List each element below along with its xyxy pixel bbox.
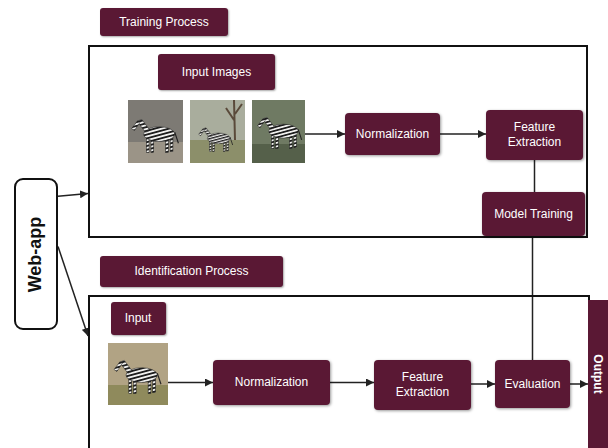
flow-arrow <box>532 236 534 360</box>
process-box: Evaluation <box>495 360 570 408</box>
input-group: Input <box>108 302 168 405</box>
process-box: Normalization <box>213 360 330 405</box>
node-label: Feature Extraction <box>379 370 466 400</box>
node-label: Output <box>591 354 605 393</box>
node-label: Normalization <box>356 127 429 142</box>
flow-arrow <box>58 246 88 336</box>
zebra-photo <box>190 100 245 163</box>
zebra-photo <box>128 100 183 163</box>
flow-arrow <box>305 133 345 135</box>
output-tab: Output <box>588 300 608 448</box>
flow-arrow <box>471 383 495 385</box>
node-label: Normalization <box>235 375 308 390</box>
flow-arrow <box>440 133 486 135</box>
flow-arrow <box>330 382 374 384</box>
flow-arrow <box>570 383 588 385</box>
process-frame: Identification ProcessInputNormalization… <box>88 295 590 448</box>
node-label: Feature Extraction <box>491 120 578 150</box>
flow-arrow <box>58 194 88 197</box>
zebra-photo <box>252 100 305 163</box>
process-box: Normalization <box>345 113 440 155</box>
node-label: Model Training <box>494 207 573 222</box>
process-box: Feature Extraction <box>486 110 583 160</box>
node-label: Web-app <box>26 216 47 292</box>
flow-arrow <box>534 160 536 192</box>
process-box: Feature Extraction <box>374 360 471 410</box>
node-label: Evaluation <box>504 377 560 392</box>
process-frame: Training ProcessInput ImagesNormalizatio… <box>88 45 588 238</box>
process-box: Model Training <box>482 192 585 236</box>
flow-arrow <box>168 382 213 384</box>
app-box: Web-app <box>14 178 58 330</box>
input-group: Input Images <box>128 54 305 163</box>
section-heading: Training Process <box>100 8 228 36</box>
section-heading: Identification Process <box>100 256 283 287</box>
group-label: Input Images <box>158 54 275 90</box>
zebra-photo <box>108 343 168 405</box>
group-label: Input <box>111 302 166 335</box>
